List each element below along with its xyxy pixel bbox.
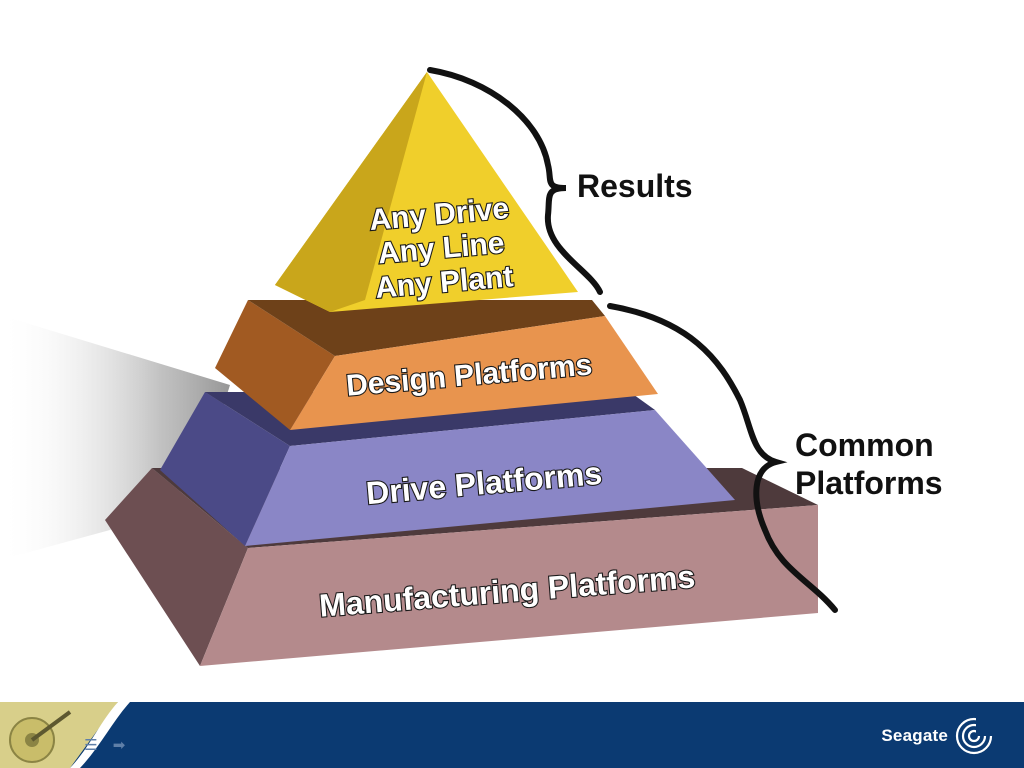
- seagate-logo: Seagate: [881, 716, 994, 756]
- menu-icon[interactable]: ☰: [84, 736, 98, 754]
- brand-name: Seagate: [881, 726, 948, 745]
- footer-bar: [0, 702, 1024, 768]
- slide-navigation: ☰ ➡: [82, 736, 128, 754]
- pyramid-diagram: Manufacturing Platforms Drive Platforms …: [0, 67, 943, 666]
- common-platforms-brace: [607, 303, 838, 613]
- pyramid-shadow: [0, 315, 230, 560]
- results-brace: [427, 67, 603, 295]
- results-label: Results: [577, 168, 693, 204]
- hard-drive-graphic: [0, 702, 130, 768]
- common-platforms-label-line2: Platforms: [795, 465, 943, 501]
- common-platforms-label-line1: Common: [795, 427, 934, 463]
- apex: Any Drive Any Line Any Plant: [275, 72, 578, 312]
- arrow-right-icon[interactable]: ➡: [112, 736, 126, 754]
- seagate-swirl-icon: [955, 716, 994, 755]
- layer-design: Design Platforms: [215, 300, 658, 430]
